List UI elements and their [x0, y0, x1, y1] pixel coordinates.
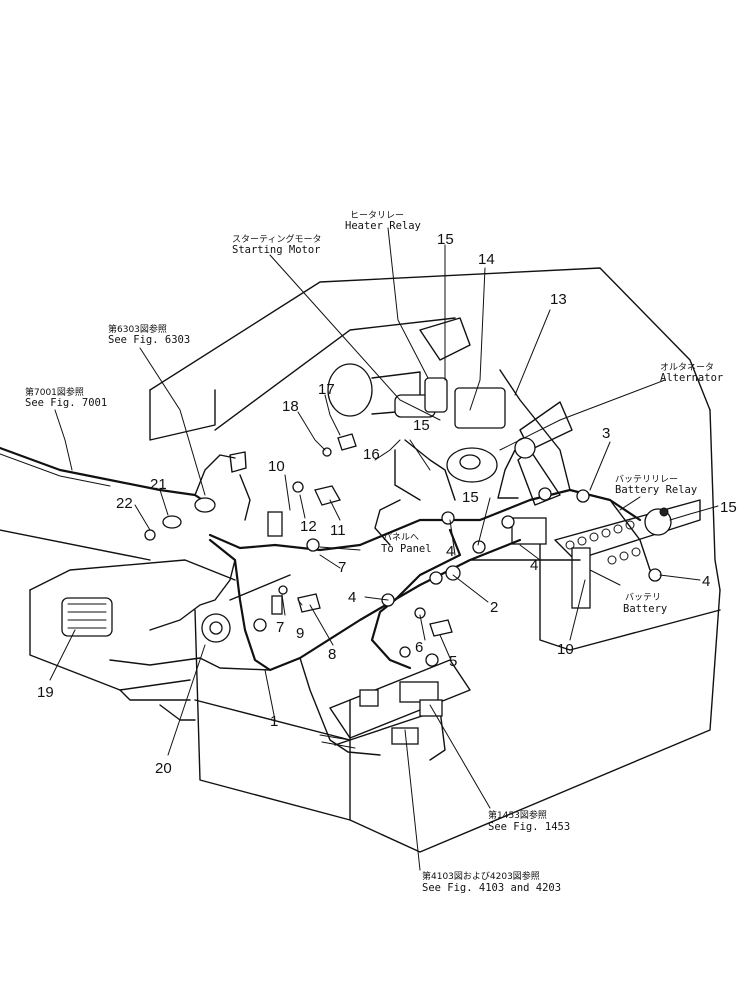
part-number-15-mid: 15 [413, 417, 430, 434]
heater-relay-body [424, 377, 448, 413]
part-number-11: 11 [330, 522, 346, 539]
part-number-21: 21 [150, 476, 167, 493]
part-number-13: 13 [550, 291, 567, 308]
part-number-17: 17 [318, 381, 335, 398]
part-number-10-battery: 10 [557, 641, 574, 658]
harness-clamps [306, 487, 662, 607]
part-number-1: 1 [270, 713, 278, 730]
fig-6303-label: See Fig. 6303 [108, 334, 190, 346]
fig-1453-label: See Fig. 1453 [488, 821, 570, 833]
starting-motor-label: Starting Motor [232, 244, 321, 256]
alternator-label-jp: オルタネータ [660, 362, 714, 373]
fig-1453-label-jp: 第1453図参照 [488, 809, 547, 821]
part-number-6: 6 [415, 639, 423, 656]
part-19-body [61, 597, 113, 637]
part-number-4-left: 4 [348, 589, 356, 606]
part-number-22: 22 [116, 495, 133, 512]
part-number-10-left: 10 [268, 458, 285, 475]
alternator-label: Alternator [660, 372, 723, 384]
part-number-4-battery: 4 [702, 573, 710, 590]
part-number-15-top: 15 [437, 231, 454, 248]
part-number-14: 14 [478, 251, 495, 268]
heater-relay-label: Heater Relay [345, 220, 421, 232]
part-number-19: 19 [37, 684, 54, 701]
part-number-2: 2 [490, 599, 498, 616]
part-number-3: 3 [602, 425, 610, 442]
engine-assembly [327, 317, 573, 506]
to-panel-label-jp: パネルへ [383, 532, 419, 543]
part-number-12: 12 [300, 518, 317, 535]
fig-4103-label: See Fig. 4103 and 4203 [422, 882, 561, 894]
part-number-9: 9 [296, 625, 304, 642]
part-number-4-center: 4 [446, 543, 454, 560]
part-number-4-right: 4 [530, 557, 538, 574]
battery-box [511, 499, 701, 609]
cooling-fan [497, 401, 573, 506]
part-number-8: 8 [328, 646, 336, 663]
air-cleaner [327, 363, 373, 417]
machine-body-outline [0, 267, 721, 853]
part-number-7-lower: 7 [276, 619, 284, 636]
part-number-15-low: 15 [462, 489, 479, 506]
horn-and-regulator [61, 451, 247, 643]
battery-label-jp: バッテリ [625, 592, 661, 603]
terminal-box [511, 517, 547, 545]
leader-lines [49, 227, 719, 871]
callout-labels: ヒータリレー Heater Relay スターティングモータ Starting … [25, 210, 723, 894]
wiring-harness [0, 369, 661, 756]
battery-label: Battery [623, 603, 667, 615]
part-number-16: 16 [363, 446, 380, 463]
fig-7001-label-jp: 第7001図参照 [25, 386, 84, 398]
part-number-15-right: 15 [720, 499, 737, 516]
part-number-20: 20 [155, 760, 172, 777]
fig-7001-label: See Fig. 7001 [25, 397, 107, 409]
fig-6303-label-jp: 第6303図参照 [108, 323, 167, 335]
battery-relay-label: Battery Relay [615, 484, 697, 496]
starting-motor-label-jp: スターティングモータ [232, 233, 321, 245]
to-panel-label: To Panel [381, 543, 432, 555]
part-number-7-upper: 7 [338, 559, 346, 576]
panel-connectors [319, 646, 471, 761]
part-number-5: 5 [449, 653, 457, 670]
battery-cell [571, 547, 591, 609]
part-numbers: 15 14 13 17 18 15 3 16 10 21 15 22 15 12… [37, 231, 737, 777]
fig-4103-label-jp: 第4103図および4203図参照 [422, 870, 540, 882]
battery-relay-label-jp: バッテリリレー [615, 474, 678, 485]
fasteners [253, 433, 453, 637]
part-number-18: 18 [282, 398, 299, 415]
heater-relay-label-jp: ヒータリレー [350, 210, 404, 221]
